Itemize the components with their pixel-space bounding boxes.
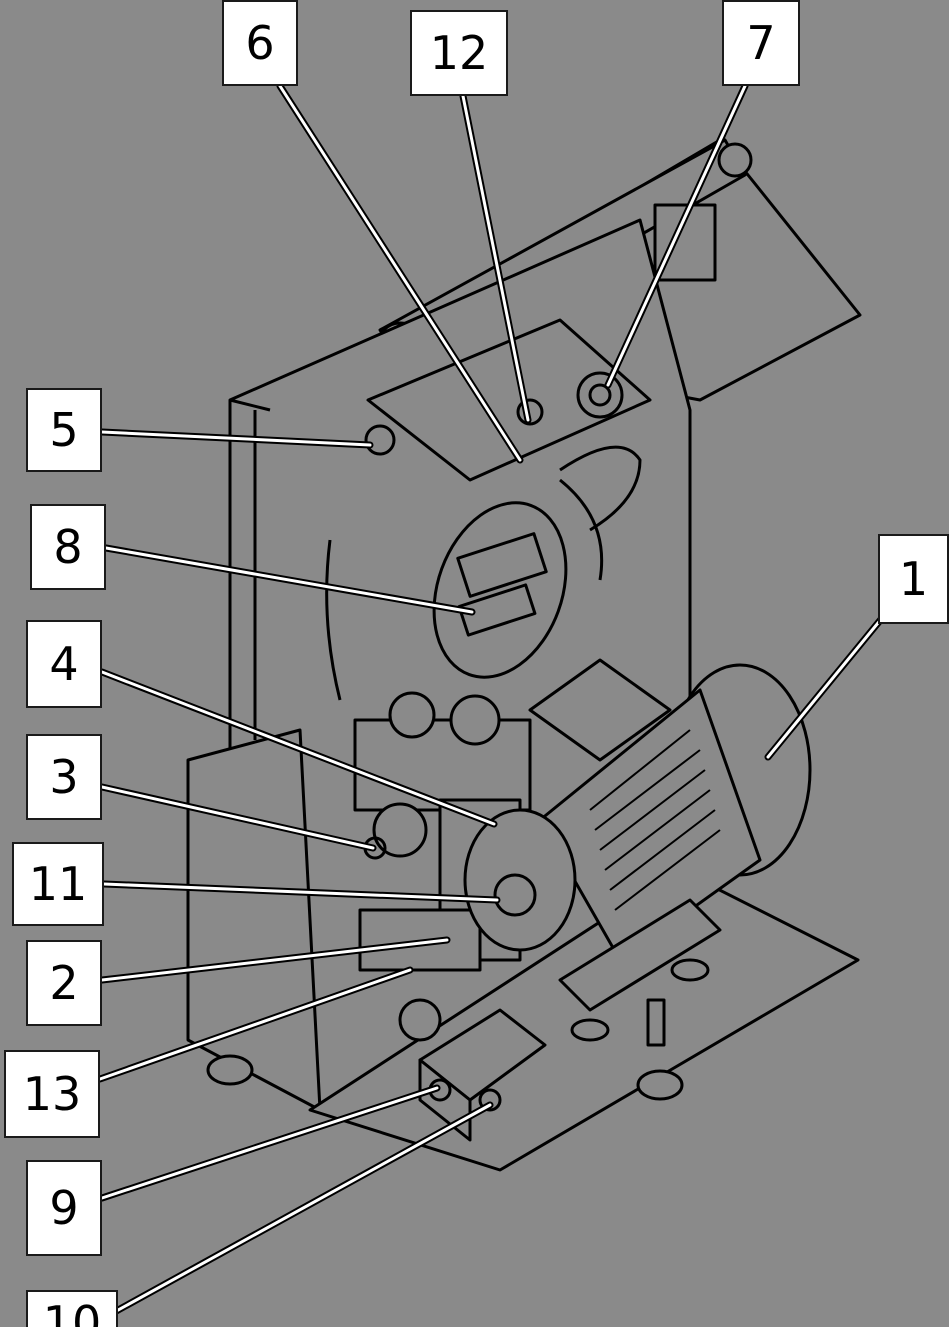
- valve-3: [372, 802, 428, 858]
- leader-lines: [96, 82, 891, 1324]
- foot: [206, 1054, 254, 1086]
- callout-10: 10: [26, 1290, 118, 1327]
- valve-block: [366, 318, 652, 482]
- callout-12: 12: [410, 10, 508, 96]
- valve-knob-5: [364, 424, 396, 456]
- callout-3: 3: [26, 734, 102, 820]
- bolt: [646, 998, 666, 1047]
- fitting: [388, 691, 436, 739]
- housing-side: [186, 728, 322, 1112]
- callout-1: 1: [878, 534, 949, 624]
- callout-11: 11: [12, 842, 104, 926]
- callout-8: 8: [30, 504, 106, 590]
- callout-2: 2: [26, 940, 102, 1026]
- callout-7: 7: [722, 0, 800, 86]
- pump-head: [463, 808, 577, 952]
- foot: [636, 1069, 684, 1101]
- valve-knob-7: [576, 371, 624, 419]
- fitting: [449, 694, 501, 746]
- callout-6: 6: [222, 0, 298, 86]
- controller-display: [456, 532, 548, 598]
- callout-5: 5: [26, 388, 102, 472]
- callout-13: 13: [4, 1050, 100, 1138]
- controller-keypad: [457, 583, 537, 637]
- callout-4: 4: [26, 620, 102, 708]
- hose: [559, 445, 642, 532]
- hose: [559, 478, 604, 581]
- rail-end-right: [717, 142, 753, 178]
- callout-9: 9: [26, 1160, 102, 1256]
- manifold: [353, 718, 532, 812]
- motor-mount: [558, 898, 722, 1012]
- motor-terminal-box: [528, 658, 672, 762]
- hose: [325, 539, 342, 701]
- motor-body: [538, 688, 762, 962]
- fitting: [398, 998, 442, 1042]
